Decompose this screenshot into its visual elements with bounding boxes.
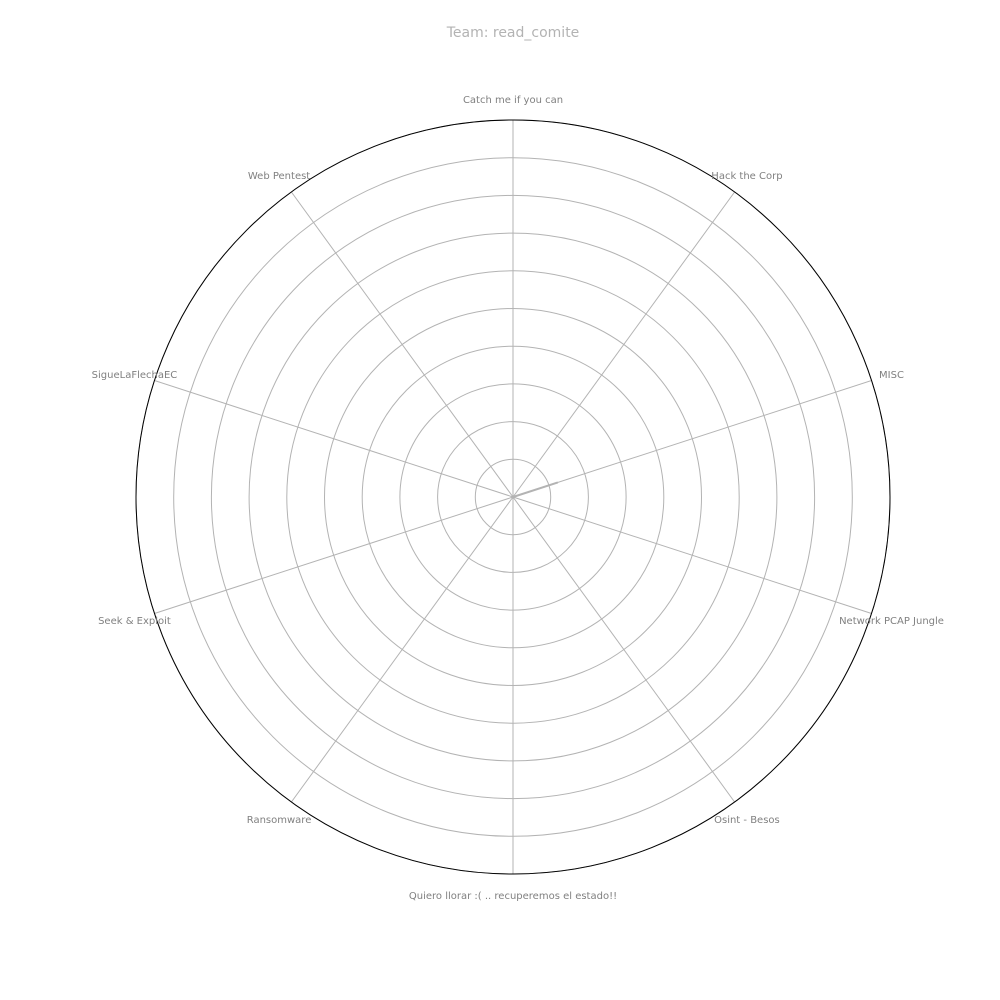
axis-label: Catch me if you can bbox=[463, 95, 563, 106]
series-polygon bbox=[512, 481, 559, 498]
axis-label: Network PCAP Jungle bbox=[839, 616, 944, 627]
axis-label: Seek & Exploit bbox=[98, 616, 171, 627]
axis-label: Osint - Besos bbox=[714, 815, 780, 826]
axis-label: Web Pentest bbox=[248, 171, 310, 182]
axis-label: Quiero llorar :( .. recuperemos el estad… bbox=[409, 891, 617, 902]
spoke-line bbox=[154, 380, 514, 498]
axis-label: SigueLaFlechaEC bbox=[92, 370, 178, 381]
axis-label: Hack the Corp bbox=[711, 171, 782, 182]
spoke-line bbox=[512, 496, 872, 614]
axis-label: MISC bbox=[879, 370, 904, 381]
spoke-line bbox=[290, 496, 514, 803]
spoke-line bbox=[512, 191, 736, 498]
chart-title: Team: read_comite bbox=[446, 25, 580, 41]
axis-label: Ransomware bbox=[247, 815, 312, 826]
outer-frame bbox=[135, 119, 891, 875]
series-layer bbox=[512, 481, 559, 498]
spoke-line bbox=[512, 496, 736, 803]
spoke-line bbox=[290, 191, 514, 498]
spoke-line bbox=[154, 496, 514, 614]
grid-layer bbox=[135, 119, 891, 875]
spoke-line bbox=[512, 380, 872, 498]
